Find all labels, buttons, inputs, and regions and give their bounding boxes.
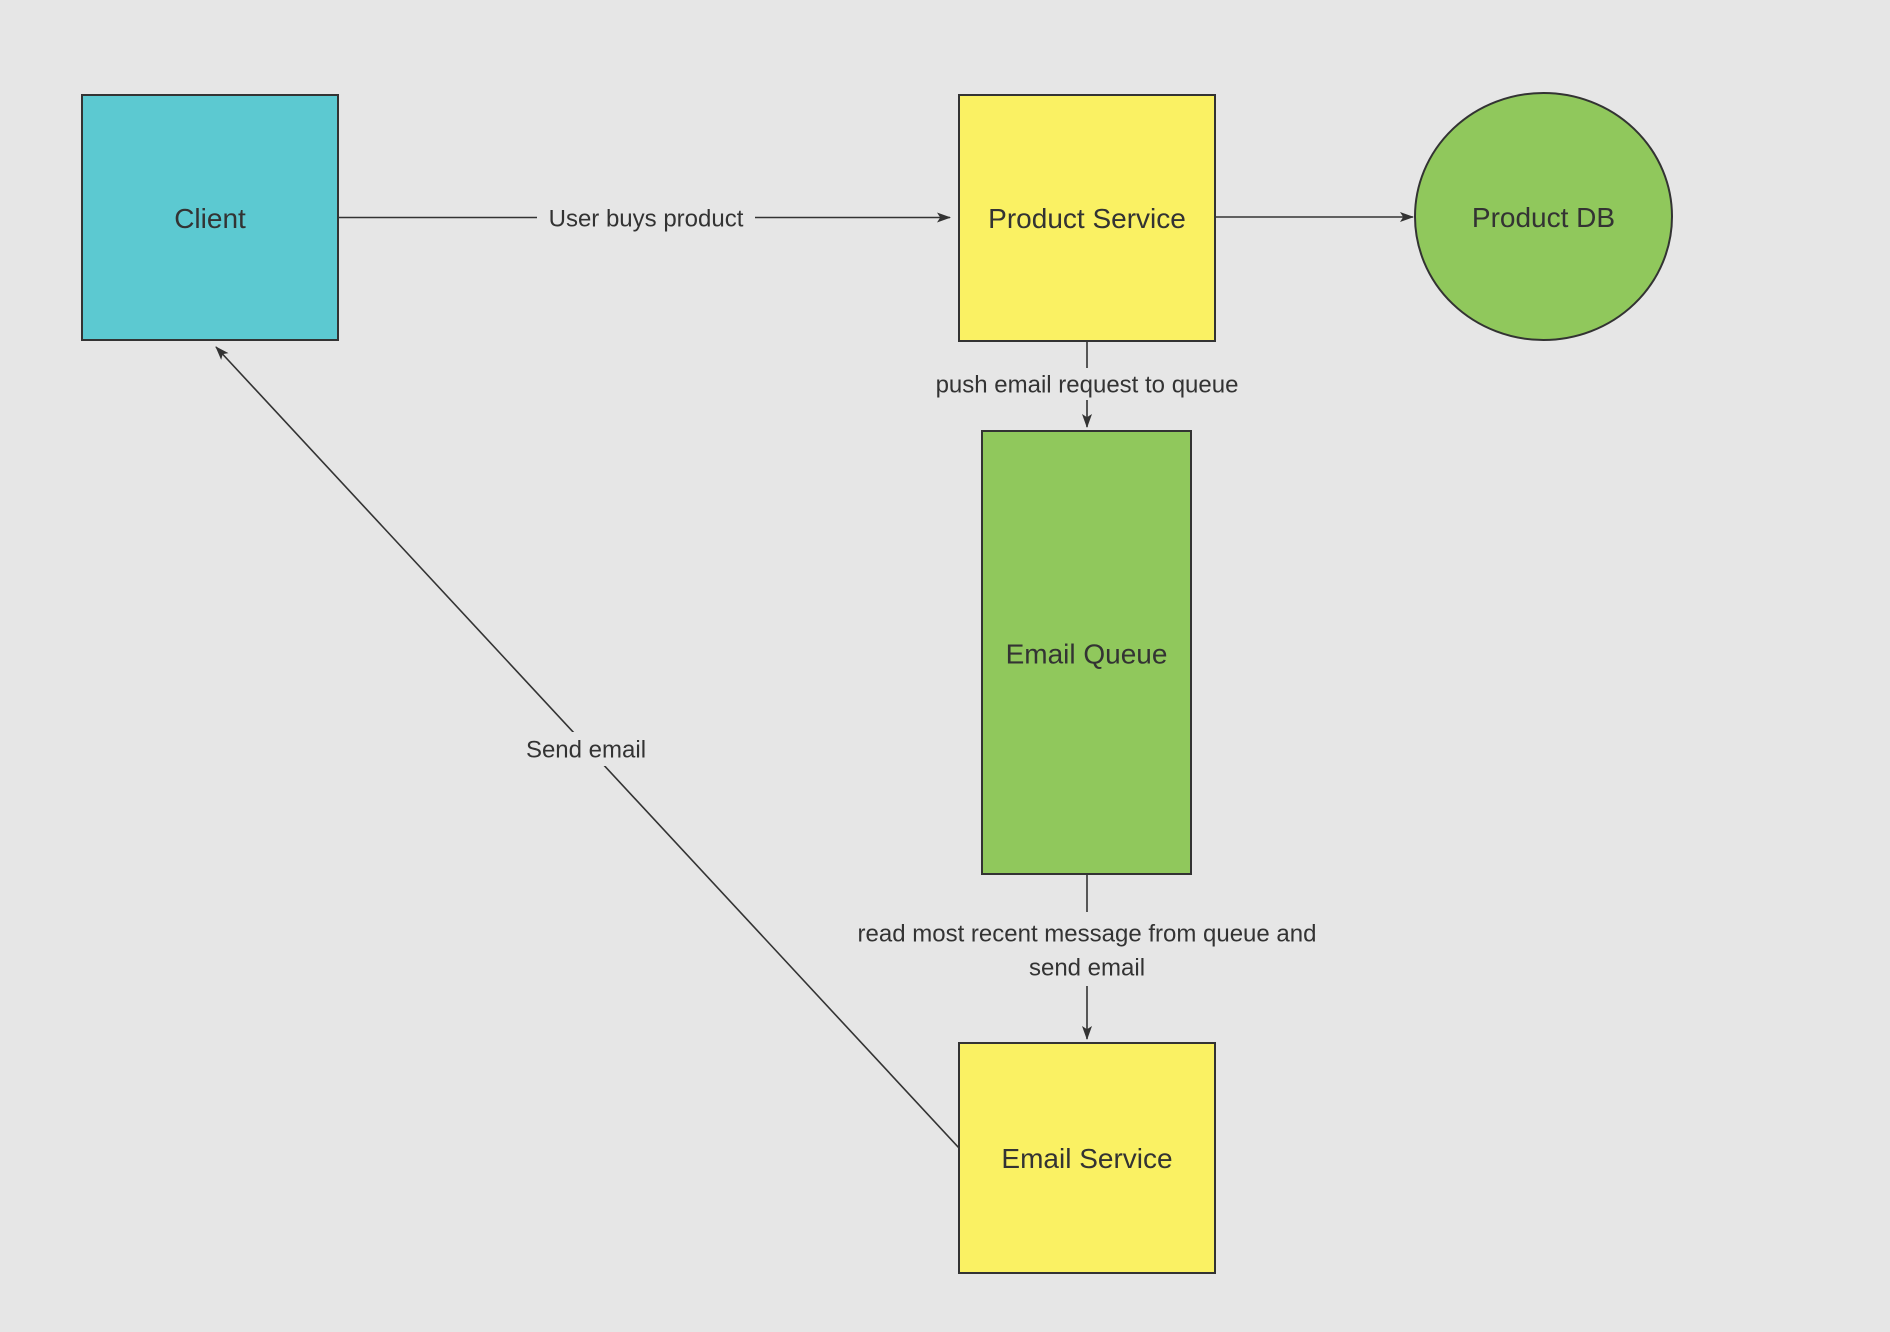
edge-push-email[interactable]: push email request to queue — [917, 341, 1257, 428]
edge-read-queue-label-line1: read most recent message from queue and — [858, 921, 1317, 948]
node-client[interactable]: Client — [81, 94, 339, 341]
edge-read-queue-label-line2: send email — [1029, 955, 1145, 982]
edge-user-buys-product[interactable]: User buys product — [338, 202, 951, 234]
edge-send-email-label: Send email — [526, 737, 646, 764]
node-email-queue[interactable]: Email Queue — [981, 430, 1192, 875]
node-email-service-label: Email Service — [1001, 1143, 1172, 1174]
edge-send-email[interactable]: Send email — [215, 346, 960, 1149]
edge-user-buys-product-label-mask — [537, 202, 755, 234]
node-product-db-label: Product DB — [1472, 202, 1615, 233]
edge-read-queue-label-mask — [832, 912, 1342, 986]
edge-user-buys-product-label: User buys product — [549, 206, 744, 233]
node-product-db[interactable]: Product DB — [1414, 92, 1673, 341]
node-client-label: Client — [174, 203, 246, 234]
node-email-service-shape[interactable] — [958, 1042, 1216, 1274]
node-product-service[interactable]: Product Service — [958, 94, 1216, 342]
node-product-db-shape[interactable] — [1414, 92, 1673, 341]
node-client-shape[interactable] — [81, 94, 339, 341]
edge-push-email-label: push email request to queue — [936, 372, 1239, 399]
node-email-service[interactable]: Email Service — [958, 1042, 1216, 1274]
node-product-service-shape[interactable] — [958, 94, 1216, 342]
edge-send-email-label-mask — [501, 732, 671, 766]
node-email-queue-shape[interactable] — [981, 430, 1192, 875]
node-product-service-label: Product Service — [988, 203, 1186, 234]
node-email-queue-label: Email Queue — [1006, 639, 1168, 670]
edge-push-email-label-mask — [917, 368, 1257, 400]
edge-read-queue[interactable]: read most recent message from queue and … — [832, 874, 1342, 1040]
